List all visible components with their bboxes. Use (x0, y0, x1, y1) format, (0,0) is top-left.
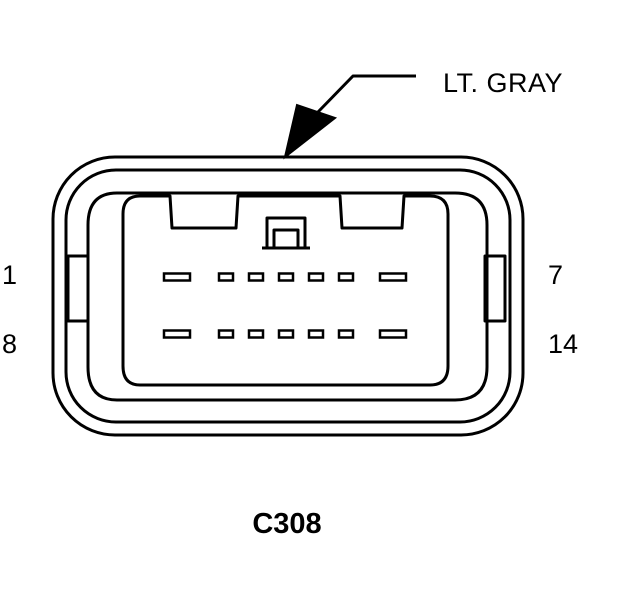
pin-label-top-right: 7 (548, 260, 564, 290)
leader-line (316, 74, 416, 114)
pin-cavity (307, 272, 325, 282)
pin-cavity (378, 329, 408, 339)
connector-recess (86, 191, 489, 402)
lock-tab (265, 216, 307, 250)
left-latch (66, 254, 90, 323)
right-latch (483, 254, 507, 323)
outer-housing (51, 155, 525, 437)
inner-housing (64, 168, 512, 424)
pin-cavity (217, 329, 235, 339)
pin-cavity (277, 329, 295, 339)
pin-label-bottom-right: 14 (548, 329, 579, 359)
pin-cavity (247, 329, 265, 339)
pin-cavity (337, 272, 355, 282)
pin-cavity (217, 272, 235, 282)
pin-cavity (337, 329, 355, 339)
pin-cavity (378, 272, 408, 282)
pin-label-top-left: 1 (2, 260, 18, 290)
pin-cavity (162, 329, 192, 339)
pin-cavity (277, 272, 295, 282)
pin-cavity (247, 272, 265, 282)
connector-face (121, 194, 450, 387)
wire-color-label: LT. GRAY (443, 68, 564, 98)
pin-cavities (162, 272, 408, 339)
pin-cavity (162, 272, 192, 282)
pin-cavity (307, 329, 325, 339)
pin-label-bottom-left: 8 (2, 329, 18, 359)
connector-id-label: C308 (252, 508, 322, 540)
leader-arrowhead (283, 103, 338, 160)
